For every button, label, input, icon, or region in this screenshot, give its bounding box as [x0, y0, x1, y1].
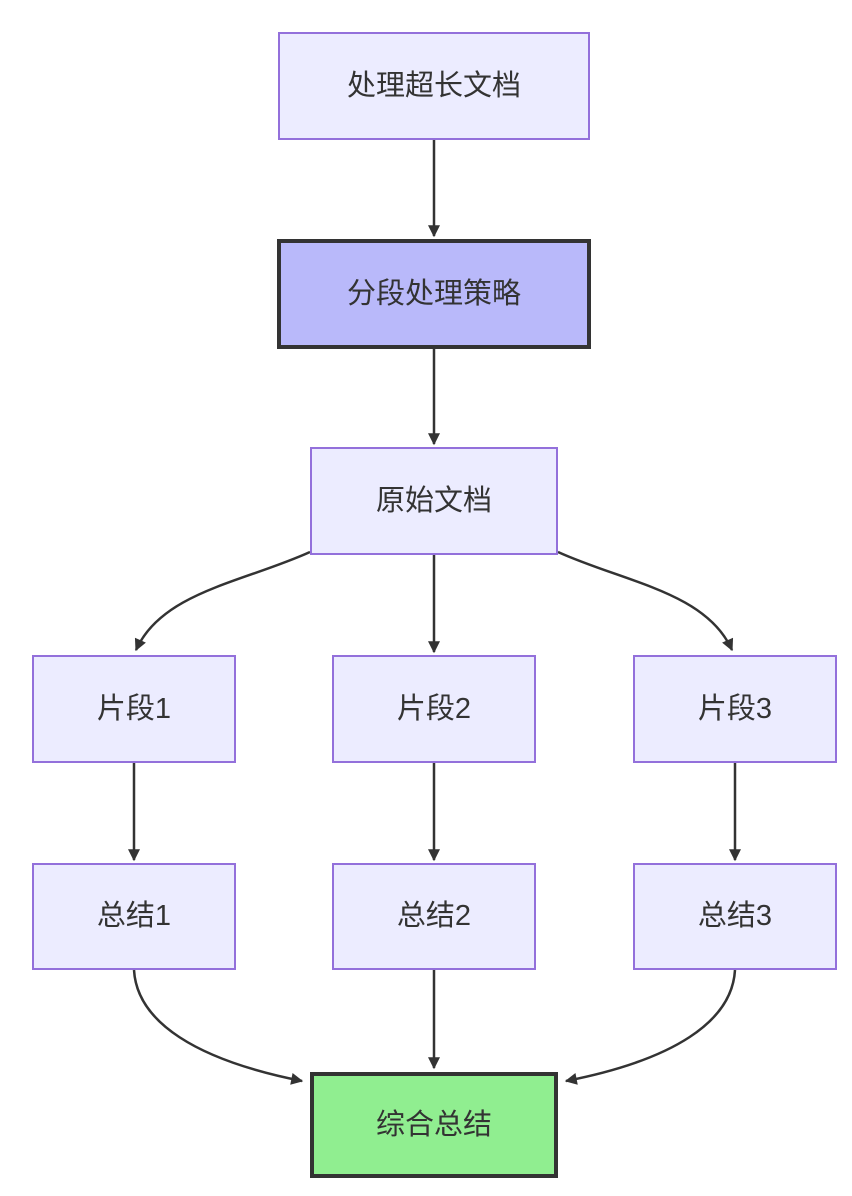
- edge-doc-to-fragment1: [134, 550, 311, 652]
- edge-doc-to-fragment3: [557, 550, 734, 652]
- node-summary-3: 总结3: [633, 863, 837, 970]
- node-original-doc: 原始文档: [310, 447, 558, 555]
- node-fragment-2: 片段2: [332, 655, 536, 763]
- node-segment-strategy: 分段处理策略: [277, 239, 591, 349]
- node-final-summary: 综合总结: [310, 1072, 558, 1178]
- edge-summary1-to-final: [132, 969, 304, 1085]
- edge-summary3-to-final: [564, 969, 737, 1085]
- node-fragment-3: 片段3: [633, 655, 837, 763]
- node-fragment-1: 片段1: [32, 655, 236, 763]
- node-summary-2: 总结2: [332, 863, 536, 970]
- node-summary-1: 总结1: [32, 863, 236, 970]
- node-process-long-doc: 处理超长文档: [278, 32, 590, 140]
